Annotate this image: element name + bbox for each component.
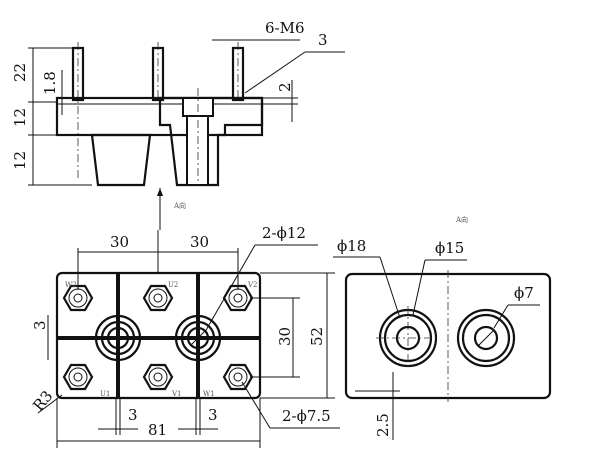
dim-52: 52 (308, 327, 326, 346)
dim-2-5: 2.5 (374, 413, 392, 437)
hole-callout: 2-ϕ7.5 (282, 407, 331, 425)
a-view-title: A向 (455, 215, 468, 224)
dim-30-right: 30 (190, 233, 209, 251)
dim-3-bottom-left: 3 (128, 406, 138, 424)
dim-1-8: 1.8 (41, 71, 59, 95)
dim-3-groove: 3 (31, 320, 49, 330)
corner-radius: R3 (29, 387, 56, 415)
terminal-pins (71, 42, 245, 180)
terminal-label: V2 (247, 281, 258, 289)
part-number: 3 (318, 31, 328, 49)
a-view: A向 ϕ18 ϕ15 ϕ7 2.5 (333, 215, 552, 440)
terminal-label: V1 (171, 390, 182, 398)
dia-18: ϕ18 (337, 237, 366, 255)
section-view: 22 1.8 12 12 6-M6 3 2 A向 (11, 19, 345, 230)
dim-81: 81 (148, 421, 167, 439)
dim-12-boss: 12 (11, 151, 29, 170)
dim-30-left: 30 (110, 233, 129, 251)
ring-callout: 2-ϕ12 (262, 224, 306, 242)
ring-bosses (94, 314, 222, 362)
dim-22: 22 (11, 63, 29, 82)
hatched-section (158, 96, 264, 187)
plan-view: W2 U2 V2 U1 V1 W1 30 30 2-ϕ12 3 30 52 R3… (29, 224, 340, 448)
boss (90, 133, 152, 187)
dim-2: 2 (276, 82, 294, 92)
terminal-label: U1 (100, 390, 110, 398)
dia-7: ϕ7 (514, 284, 534, 302)
terminal-label: U2 (168, 281, 178, 289)
thread-label: 6-M6 (265, 19, 305, 37)
dim-3-bottom-right: 3 (208, 406, 218, 424)
terminal-label: W2 (65, 281, 77, 289)
dim-30-rows: 30 (276, 327, 294, 346)
terminal-label: W1 (203, 390, 215, 398)
dia-15: ϕ15 (435, 239, 464, 257)
dim-12-plate: 12 (11, 108, 29, 127)
view-arrow-label: A向 (173, 201, 186, 210)
